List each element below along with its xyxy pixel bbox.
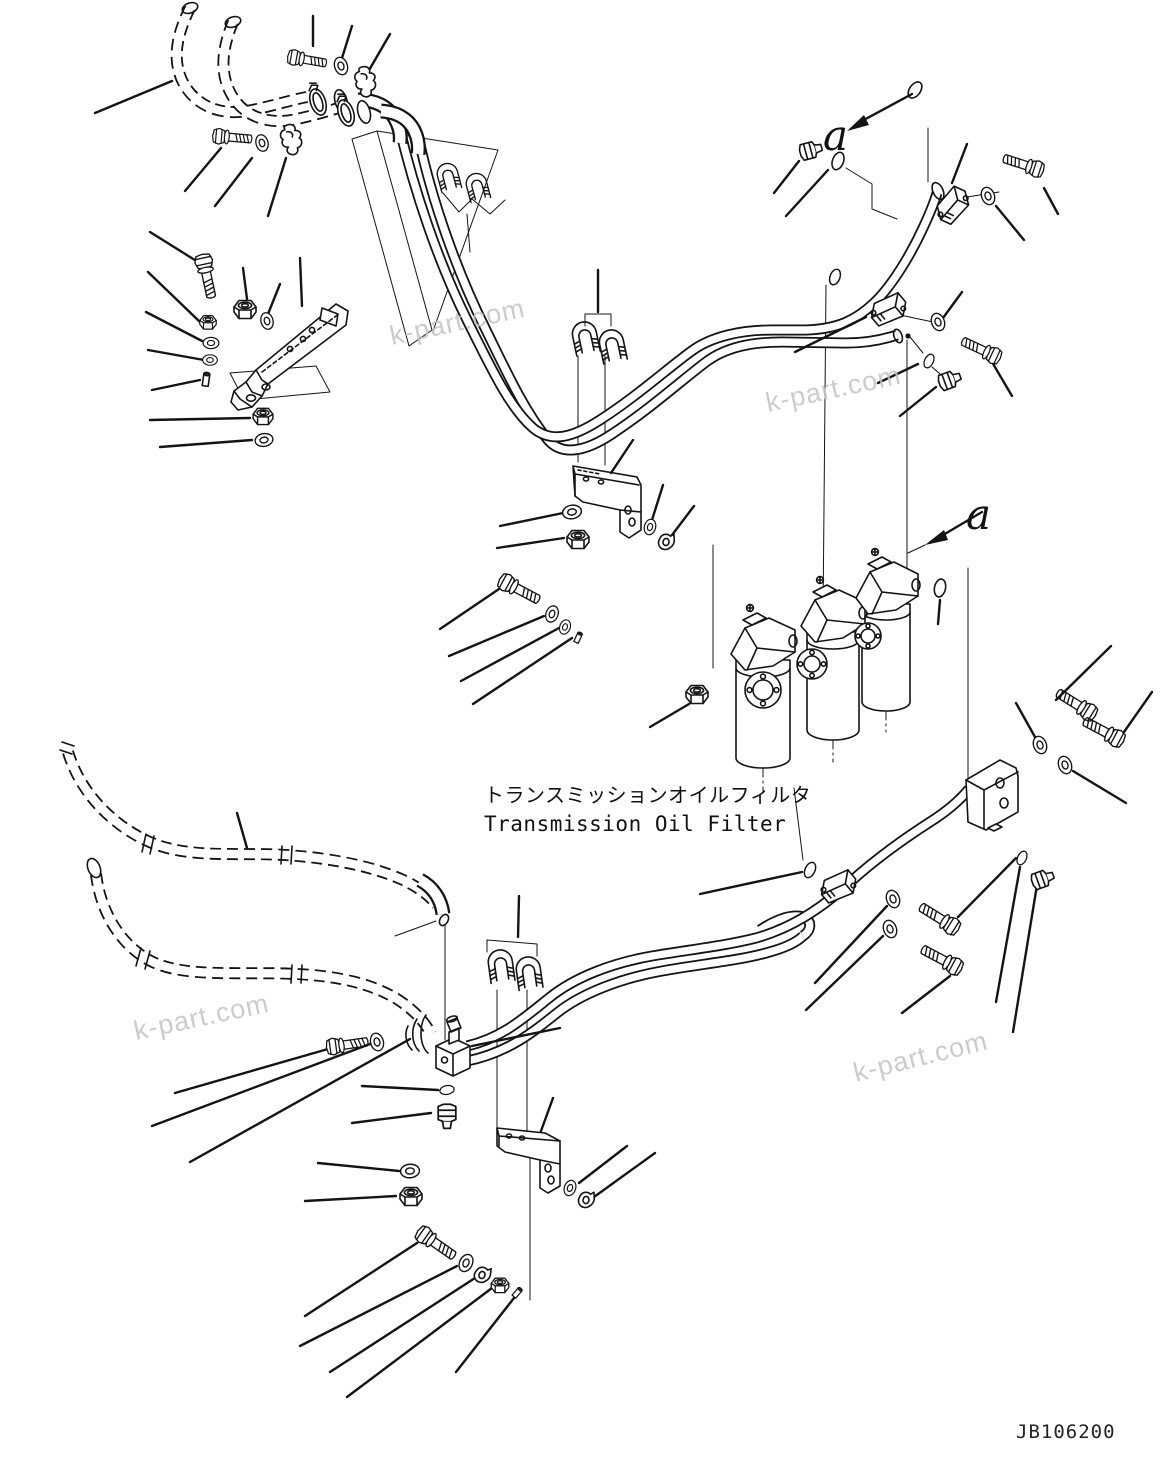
nut-icon — [199, 315, 217, 330]
u-bolt-clip-icon — [463, 170, 492, 204]
view-arrow-a-right — [907, 510, 984, 554]
pin-icon — [511, 1286, 524, 1299]
filter-flange — [744, 671, 782, 709]
split-flange-hose-end — [405, 1014, 429, 1054]
bolt-icon — [412, 1222, 461, 1265]
bolt-icon — [1079, 712, 1129, 751]
bolt-icon — [494, 570, 544, 609]
bolt-icon — [1052, 684, 1101, 725]
u-bolt-clip-icon — [513, 954, 544, 992]
washer-icon — [561, 1178, 579, 1198]
watermark: k-part.com — [850, 1025, 991, 1087]
o-ring-icon — [826, 266, 844, 288]
watermark: k-part.com — [763, 360, 904, 418]
nut-icon — [685, 684, 709, 705]
hose-upper-left-1 — [170, 1, 309, 118]
pipe-upper-1 — [413, 138, 899, 456]
u-bolt-clip-icon — [596, 326, 629, 365]
filter-label-english: Transmission Oil Filter — [484, 812, 786, 836]
filter-label-japanese: トランスミッションオイルフィルタ — [484, 783, 811, 807]
bolt-icon — [915, 898, 964, 939]
hose-lower-left-1 — [59, 741, 442, 909]
bolt-icon — [285, 48, 329, 72]
hardware — [192, 48, 1129, 1299]
bolt-icon — [958, 332, 1005, 367]
clamp-plate-icon — [351, 64, 379, 99]
washer-icon — [455, 1251, 477, 1275]
bolt-icon — [1000, 149, 1047, 180]
bracket-middle — [572, 465, 642, 539]
washer-icon — [1030, 733, 1050, 757]
spring-washer-icon — [471, 1263, 494, 1286]
elbow-block-fitting — [435, 1015, 471, 1077]
washer-icon — [542, 603, 562, 625]
elbow-hose-lower — [394, 873, 451, 937]
pipe-clamp-block-icon — [931, 182, 975, 229]
filter-flange — [796, 648, 828, 680]
o-ring-icon — [438, 1083, 456, 1097]
bracket-lower — [496, 1127, 561, 1194]
filter-head — [855, 547, 921, 615]
filter-head — [800, 575, 868, 643]
washer-icon — [641, 517, 659, 537]
transmission-oil-filter-assembly — [730, 547, 921, 793]
washer-icon — [399, 1162, 421, 1180]
washer-icon — [253, 132, 271, 154]
nut-icon — [490, 1277, 510, 1294]
pipe-upper-2 — [393, 124, 945, 443]
spring-washer-icon — [656, 531, 677, 552]
view-arrow-a-top — [847, 78, 926, 131]
o-ring-icon — [801, 859, 819, 881]
plug-icon — [797, 138, 825, 162]
leader-lines — [93, 14, 1154, 1399]
watermark: k-part.com — [131, 988, 272, 1046]
washer-icon — [258, 310, 276, 332]
filter-flange — [854, 622, 882, 650]
u-bolt-clip-icon — [434, 160, 463, 194]
view-label-a-2: a — [966, 490, 991, 539]
drawing-number: JB106200 — [1016, 1421, 1116, 1443]
plug-icon — [437, 1103, 457, 1130]
washer-icon — [367, 1031, 387, 1053]
o-ring-icon — [931, 577, 949, 599]
elbow-fittings-top-left — [333, 88, 426, 156]
washer-icon — [978, 184, 998, 208]
flange-block-right — [965, 759, 1019, 832]
nut-icon — [233, 299, 257, 320]
washer-icon — [331, 54, 351, 78]
o-ring-icon — [921, 351, 937, 371]
pin-icon — [201, 371, 211, 388]
pipe-lower-1 — [465, 785, 974, 1052]
filter-head — [730, 603, 798, 671]
washer-icon — [202, 354, 218, 366]
view-label-a-1: a — [823, 111, 848, 160]
bolt-icon — [917, 940, 967, 979]
washer-icon — [1055, 753, 1075, 777]
plug-icon — [935, 367, 964, 393]
hose-lower-left-2 — [86, 857, 437, 1037]
washer-icon — [253, 431, 275, 449]
clamp-plate-icon — [278, 122, 304, 157]
plug-icon — [1028, 866, 1057, 892]
nut-icon — [252, 407, 274, 426]
o-ring-icon — [1014, 848, 1030, 868]
pin-icon — [573, 630, 584, 645]
spring-washer-icon — [576, 1189, 597, 1210]
bracket-upper-left — [230, 303, 349, 411]
u-bolt-clip-icon — [485, 947, 516, 985]
washer-icon — [556, 617, 574, 637]
washer-icon — [202, 336, 220, 350]
bolt-icon — [211, 127, 254, 148]
nut-icon — [399, 1186, 423, 1207]
washer-icon — [560, 502, 584, 522]
bolt-icon — [192, 251, 221, 301]
nut-icon — [566, 529, 590, 550]
